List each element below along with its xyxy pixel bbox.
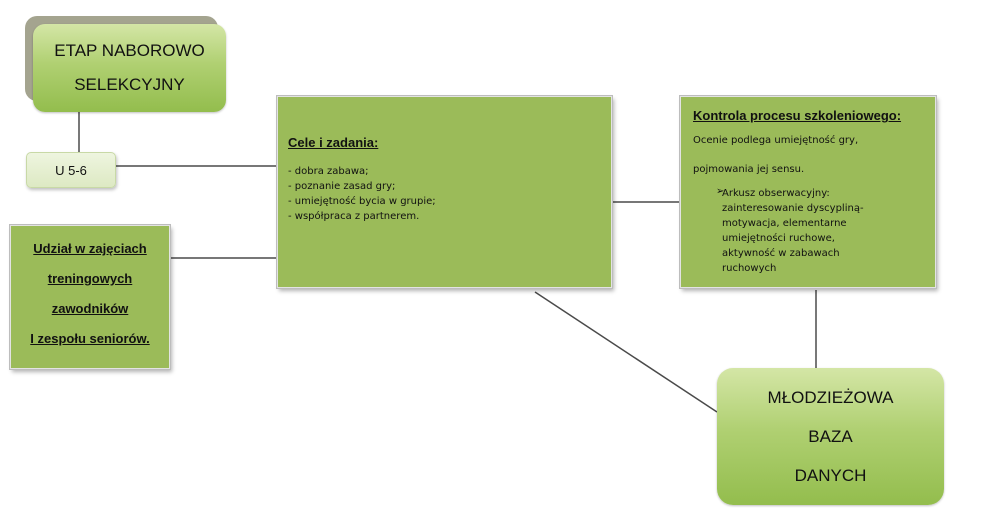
cele-item: - umiejętność bycia w grupie; (288, 196, 436, 207)
etap-line-1: ETAP NABOROWO (54, 41, 205, 60)
baza-line-2: BAZA (808, 427, 853, 446)
udzial-line-1: Udział w zajęciach (33, 241, 147, 256)
cele-zadania-box: Cele i zadania: - dobra zabawa; - poznan… (276, 95, 613, 289)
udzial-line-2: treningowych (47, 271, 133, 286)
baza-line-3: DANYCH (794, 466, 867, 485)
etap-line-2: SELEKCYJNY (74, 75, 185, 94)
u56-label: U 5-6 (55, 162, 87, 178)
etap-naborowo-node: ETAP NABOROWO SELEKCYJNY (33, 24, 226, 112)
kontrola-title: Kontrola procesu szkoleniowego: (693, 108, 902, 123)
u56-node: U 5-6 (26, 152, 116, 188)
udzial-line-3: zawodników (51, 301, 129, 316)
baza-line-1: MŁODZIEŻOWA (767, 388, 894, 407)
cele-title: Cele i zadania: (288, 135, 379, 150)
cele-item: - poznanie zasad gry; (288, 181, 396, 192)
kontrola-bullet: ➢ Arkusz obserwacyjny: zainteresowanie d… (693, 186, 927, 276)
mlodziezowa-baza-node: MŁODZIEŻOWA BAZA DANYCH (717, 368, 944, 505)
udzial-box: Udział w zajęciach treningowych zawodnik… (9, 224, 171, 370)
cele-item: - współpraca z partnerem. (288, 211, 420, 222)
arrow-bullet-icon: ➢ (716, 186, 725, 197)
kontrola-bullet-text: Arkusz obserwacyjny: zainteresowanie dys… (722, 188, 864, 274)
kontrola-text-2: pojmowania jej sensu. (693, 164, 805, 175)
connector-cele-baza (534, 291, 718, 413)
kontrola-procesu-box: Kontrola procesu szkoleniowego: Ocenie p… (679, 95, 937, 289)
udzial-line-4: I zespołu seniorów. (30, 331, 150, 346)
kontrola-text-1: Ocenie podlega umiejętność gry, (693, 135, 859, 146)
cele-item: - dobra zabawa; (288, 166, 369, 177)
